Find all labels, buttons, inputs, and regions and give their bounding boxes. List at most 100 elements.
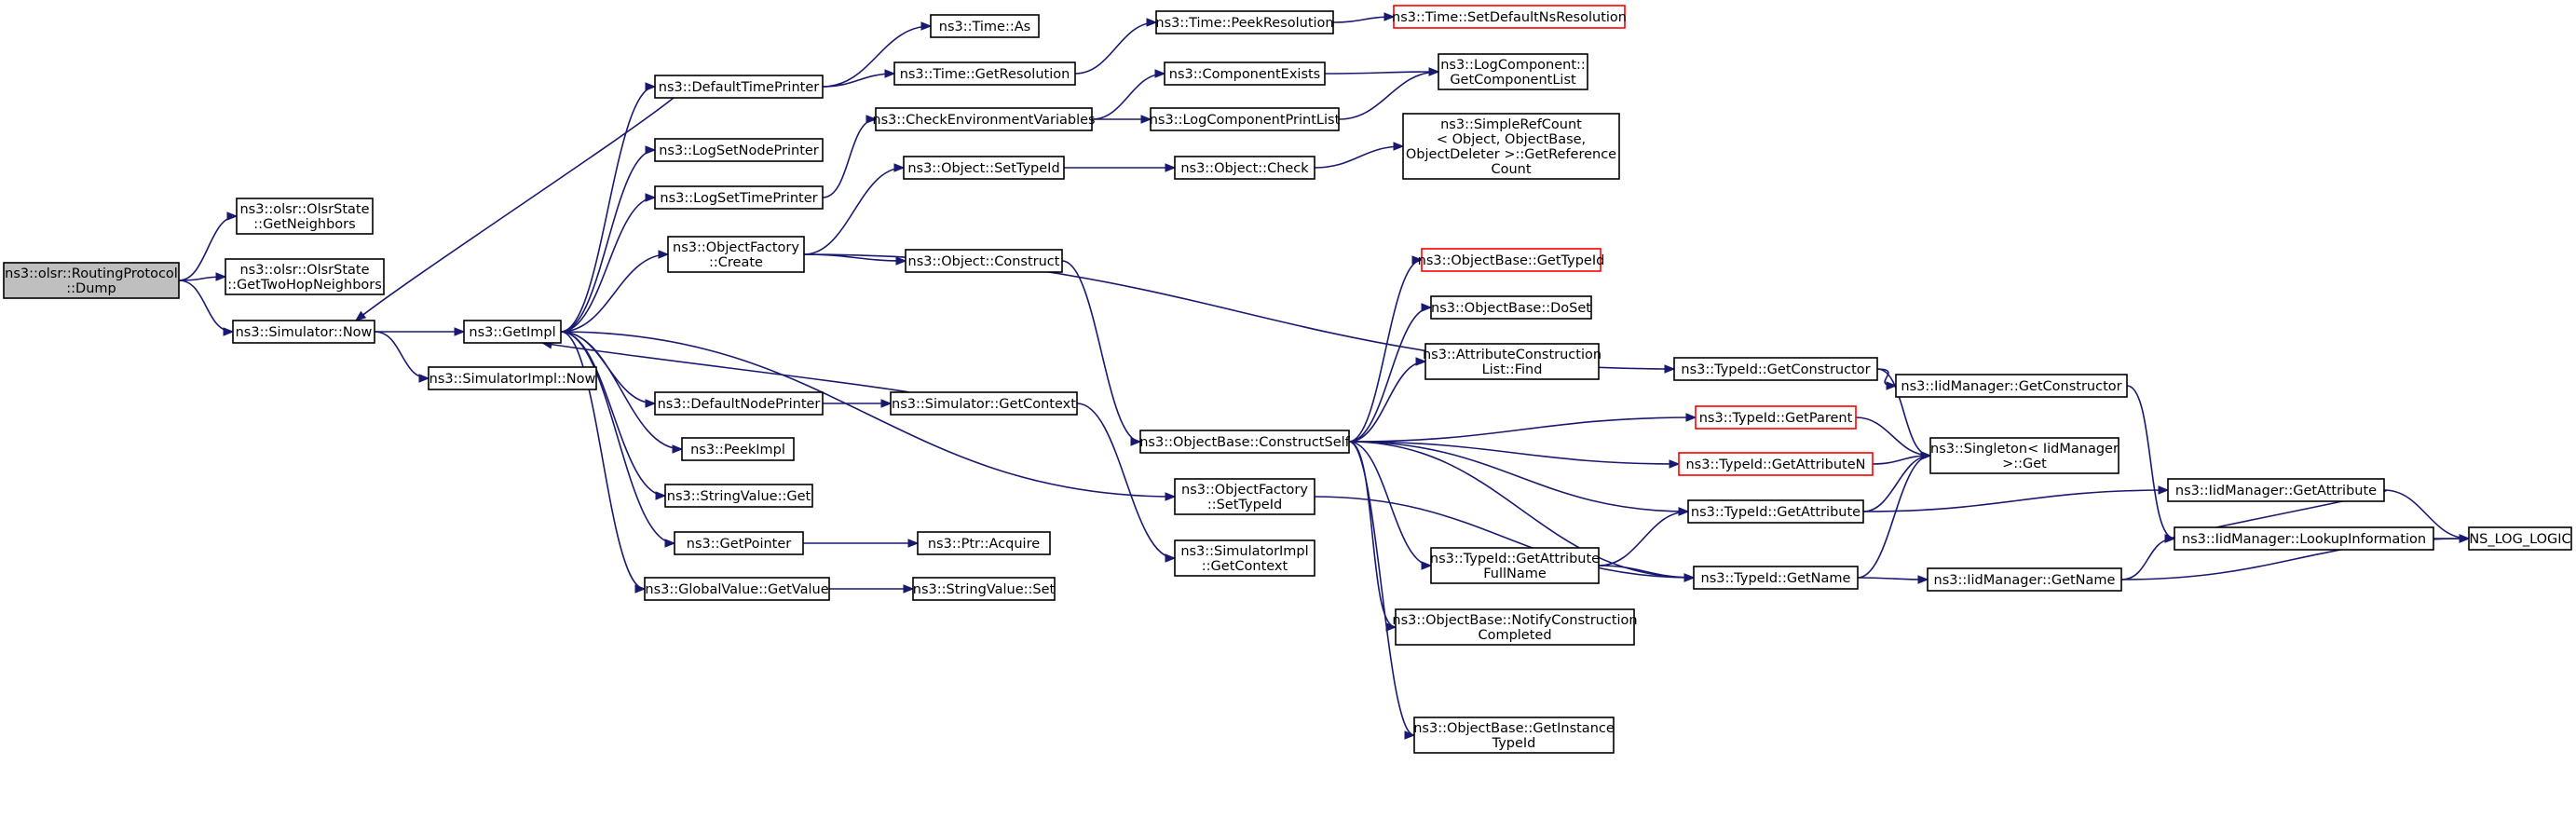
edge-objbase-constructself-to-typeid-getparent — [1348, 413, 1697, 443]
node-object-settypeid[interactable]: ns3::Object::SetTypeId — [903, 156, 1065, 180]
node-label-line: ns3::LogComponent:: — [1440, 58, 1586, 73]
node-objbase-notifyconstruction[interactable]: ns3::ObjectBase::NotifyConstructionCompl… — [1392, 608, 1638, 646]
edge-line — [560, 331, 675, 544]
node-objfactory-create[interactable]: ns3::ObjectFactory::Create — [667, 236, 805, 273]
node-label-line: ::GetTwoHopNeighbors — [227, 278, 382, 293]
node-iidmanager-getconstructor[interactable]: ns3::IidManager::GetConstructor — [1895, 374, 2128, 398]
node-typeid-getconstructor[interactable]: ns3::TypeId::GetConstructor — [1673, 357, 1878, 381]
node-box — [1164, 61, 1326, 86]
node-label-line: ns3::TypeId::GetConstructor — [1681, 362, 1870, 377]
node-label-line: ns3::olsr::OlsrState — [239, 263, 369, 278]
edge-line — [1348, 441, 1415, 736]
node-label-line: ns3::Time::PeekResolution — [1155, 16, 1333, 31]
node-routing-dump[interactable]: ns3::olsr::RoutingProtocol::Dump — [3, 262, 180, 299]
node-box — [1174, 539, 1315, 577]
node-typeid-getname[interactable]: ns3::TypeId::GetName — [1693, 566, 1859, 590]
edge-arrowhead — [1165, 492, 1177, 501]
edge-getimpl-to-log-set-time-printer — [560, 193, 657, 333]
node-sim-now[interactable]: ns3::Simulator::Now — [232, 320, 375, 344]
node-getneighbors[interactable]: ns3::olsr::OlsrState::GetNeighbors — [236, 198, 374, 235]
node-objfactory-settypeid[interactable]: ns3::ObjectFactory::SetTypeId — [1174, 478, 1315, 515]
edge-arrowhead — [1685, 413, 1697, 422]
node-label-line: < Object, ObjectBase, — [1437, 132, 1586, 147]
node-typeid-getattribute[interactable]: ns3::TypeId::GetAttribute — [1687, 499, 1864, 524]
node-label-line: ns3::ObjectFactory — [673, 240, 799, 255]
node-check-env-vars[interactable]: ns3::CheckEnvironmentVariables — [872, 107, 1096, 131]
node-time-peekresolution[interactable]: ns3::Time::PeekResolution — [1155, 10, 1334, 34]
node-label-line: ns3::Ptr::Acquire — [928, 537, 1040, 552]
node-logcomponent-getlist[interactable]: ns3::LogComponent::GetComponentList — [1438, 53, 1588, 90]
node-stringvalue-get[interactable]: ns3::StringValue::Get — [664, 484, 813, 508]
node-label-line: FullName — [1483, 566, 1547, 581]
node-iidmanager-getattribute[interactable]: ns3::IidManager::GetAttribute — [2167, 478, 2385, 502]
node-objbase-doset[interactable]: ns3::ObjectBase::DoSet — [1430, 295, 1592, 320]
node-simplerefcount[interactable]: ns3::SimpleRefCount< Object, ObjectBase,… — [1402, 113, 1620, 180]
node-label-line: ns3::LogSetNodePrinter — [659, 143, 819, 158]
node-peekimpl[interactable]: ns3::PeekImpl — [681, 437, 795, 461]
edge-object-check-to-simplerefcount — [1314, 142, 1405, 169]
node-label-line: ::GetNeighbors — [253, 217, 355, 232]
node-iidmanager-getname[interactable]: ns3::IidManager::GetName — [1927, 567, 2122, 592]
node-singleton-iidmanager-get[interactable]: ns3::Singleton< IidManager >::Get — [1929, 437, 2119, 474]
edge-arrowhead — [1421, 303, 1433, 312]
node-log-component-printlist[interactable]: ns3::LogComponentPrintList — [1150, 107, 1341, 131]
edge-line — [1061, 260, 1141, 443]
node-default-node-printer[interactable]: ns3::DefaultNodePrinter — [654, 391, 824, 416]
edge-arrowhead — [223, 327, 235, 336]
node-object-construct[interactable]: ns3::Object::Construct — [905, 249, 1063, 273]
node-box — [875, 107, 1093, 131]
node-label-line: ns3::IidManager::GetAttribute — [2175, 484, 2377, 498]
edge-line — [1862, 489, 2169, 512]
node-log-set-node-printer[interactable]: ns3::LogSetNodePrinter — [654, 138, 824, 162]
node-simimpl-getcontext[interactable]: ns3::SimulatorImpl::GetContext — [1174, 539, 1315, 577]
edge-arrowhead — [1669, 459, 1681, 469]
node-label-line: ns3::GetImpl — [469, 325, 555, 340]
node-time-setdefaultnsres[interactable]: ns3::Time::SetDefaultNsResolution — [1392, 5, 1627, 29]
node-objbase-constructself[interactable]: ns3::ObjectBase::ConstructSelf — [1139, 430, 1351, 454]
node-globalvalue-getvalue[interactable]: ns3::GlobalValue::GetValue — [644, 577, 830, 601]
node-default-time-printer[interactable]: ns3::DefaultTimePrinter — [654, 75, 824, 99]
edge-line — [560, 331, 666, 497]
node-box — [225, 258, 385, 295]
edge-arrowhead — [884, 69, 896, 78]
node-sim-getcontext[interactable]: ns3::Simulator::GetContext — [890, 391, 1078, 416]
edge-arrowhead — [865, 115, 878, 124]
node-gettwohop[interactable]: ns3::olsr::OlsrState::GetTwoHopNeighbors — [225, 258, 385, 295]
node-iidmanager-lookupinfo[interactable]: ns3::IidManager::LookupInformation — [2174, 526, 2434, 551]
edge-arrowhead — [645, 193, 657, 202]
edge-line — [1348, 441, 1695, 579]
node-label-line: ns3::olsr::RoutingProtocol — [5, 266, 178, 281]
edge-object-construct-to-objbase-constructself — [1061, 260, 1142, 446]
node-time-getresolution[interactable]: ns3::Time::GetResolution — [893, 61, 1076, 86]
node-component-exists[interactable]: ns3::ComponentExists — [1164, 61, 1326, 86]
edge-typeid-getname-to-singleton-iidmanager-get — [1857, 451, 1932, 579]
edge-line — [355, 97, 675, 321]
node-label-line: ns3::LogComponentPrintList — [1150, 113, 1341, 128]
node-ptr-acquire[interactable]: ns3::Ptr::Acquire — [917, 531, 1051, 555]
node-label-line: NS_LOG_LOGIC — [2469, 532, 2570, 547]
node-box — [654, 138, 824, 162]
node-time-as[interactable]: ns3::Time::As — [930, 14, 1040, 38]
edge-typeid-getattr-fullname-to-typeid-getname — [1598, 565, 1696, 582]
node-stringvalue-set[interactable]: ns3::StringValue::Set — [912, 577, 1056, 601]
node-simimpl-now[interactable]: ns3::SimulatorImpl::Now — [428, 366, 597, 390]
edge-arrowhead — [907, 539, 920, 548]
edge-routing-dump-to-gettwohop — [178, 272, 227, 281]
node-log-set-time-printer[interactable]: ns3::LogSetTimePrinter — [654, 185, 824, 210]
node-box — [681, 437, 795, 461]
node-typeid-getparent[interactable]: ns3::TypeId::GetParent — [1695, 405, 1857, 430]
edge-arrowhead — [1140, 115, 1152, 124]
edge-objbase-constructself-to-typeid-getattr-fullname — [1348, 441, 1433, 570]
node-getimpl[interactable]: ns3::GetImpl — [463, 320, 562, 344]
edge-arrowhead — [880, 399, 893, 408]
edge-arrowhead — [1154, 69, 1166, 78]
node-typeid-getattributen[interactable]: ns3::TypeId::GetAttributeN — [1678, 452, 1874, 476]
node-ns-log-logic[interactable]: NS_LOG_LOGIC — [2468, 526, 2572, 551]
node-objbase-gettypeid[interactable]: ns3::ObjectBase::GetTypeId — [1418, 248, 1605, 272]
node-object-check[interactable]: ns3::Object::Check — [1174, 156, 1315, 180]
node-getpointer[interactable]: ns3::GetPointer — [674, 531, 804, 555]
node-label-line: TypeId — [1492, 736, 1536, 751]
